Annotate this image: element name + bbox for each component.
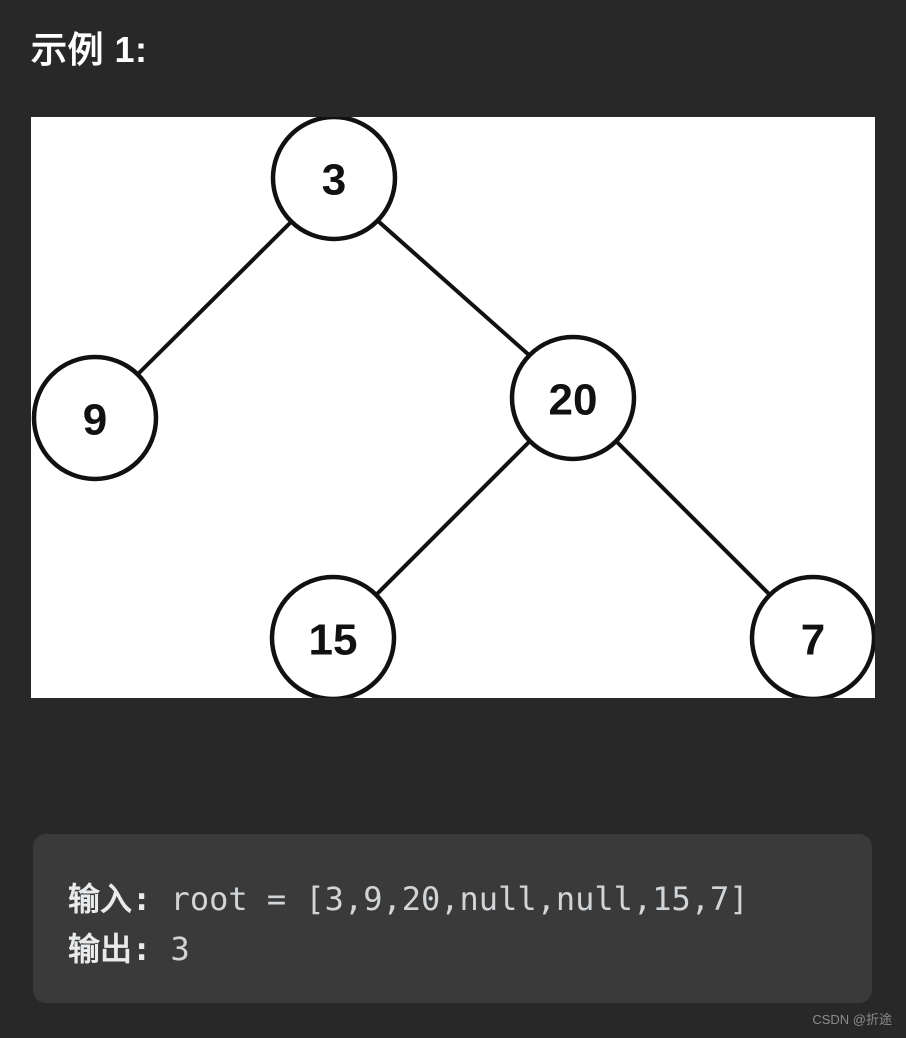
node-label: 9 xyxy=(83,396,107,445)
example-code-block: 输入: root = [3,9,20,null,null,15,7] 输出: 3 xyxy=(33,834,872,1003)
tree-node-right[interactable]: 20 xyxy=(509,334,637,462)
binary-tree-svg: 3 9 20 15 7 xyxy=(31,117,875,698)
code-line-input: 输入: root = [3,9,20,null,null,15,7] xyxy=(68,874,872,924)
edge-root-to-left xyxy=(136,220,293,376)
edge-right-to-rr xyxy=(614,439,772,597)
node-label: 7 xyxy=(801,616,825,665)
node-circle xyxy=(749,574,875,698)
output-value: 3 xyxy=(151,930,190,968)
node-label: 20 xyxy=(549,376,598,425)
csdn-watermark: CSDN @折途 xyxy=(812,1012,892,1027)
tree-node-root[interactable]: 3 xyxy=(270,117,398,242)
tree-node-right-right[interactable]: 7 xyxy=(749,574,875,698)
input-value: root = [3,9,20,null,null,15,7] xyxy=(151,880,749,918)
node-label: 3 xyxy=(322,156,346,205)
edge-root-to-right xyxy=(376,219,531,357)
code-line-output: 输出: 3 xyxy=(68,924,872,974)
node-circle xyxy=(270,117,398,242)
node-circle xyxy=(269,574,397,698)
node-circle xyxy=(509,334,637,462)
node-label: 15 xyxy=(309,616,358,665)
output-label: 输出: xyxy=(68,930,152,968)
tree-node-right-left[interactable]: 15 xyxy=(269,574,397,698)
tree-node-left[interactable]: 9 xyxy=(31,354,159,482)
binary-tree-figure: 3 9 20 15 7 xyxy=(31,117,875,698)
page-title: 示例 1: xyxy=(31,29,148,70)
node-circle xyxy=(31,354,159,482)
input-label: 输入: xyxy=(68,880,152,918)
edge-right-to-rl xyxy=(374,439,532,597)
